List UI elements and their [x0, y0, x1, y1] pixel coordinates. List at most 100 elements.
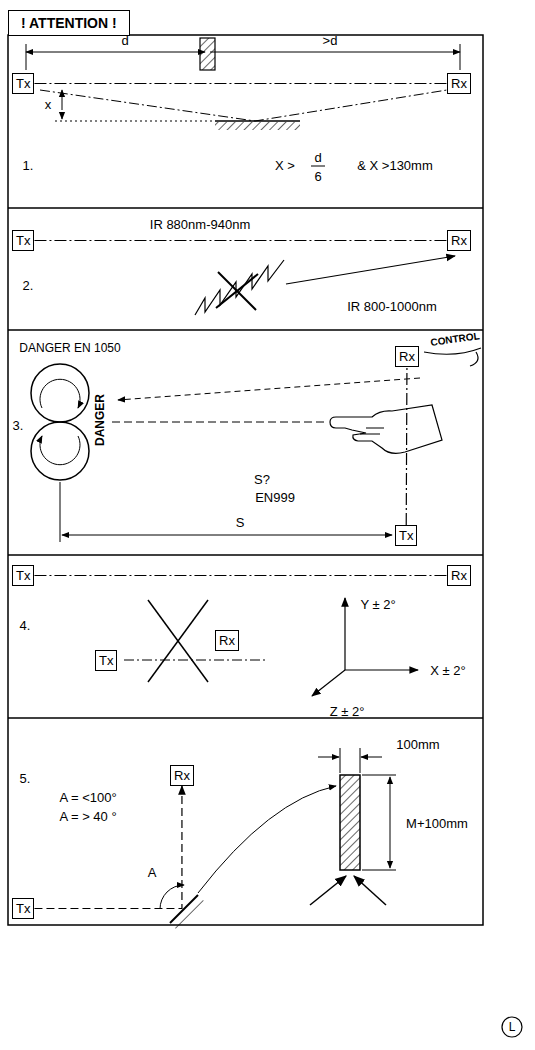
label-text: IR 880nm-940nm	[150, 217, 250, 232]
sensor-box: Tx	[12, 73, 34, 94]
angle-arc	[160, 885, 184, 909]
label-text: x	[45, 97, 52, 112]
dimension-line	[62, 112, 63, 119]
obstacle-block	[200, 38, 215, 70]
beam-line	[60, 378, 420, 542]
dimension-line	[340, 748, 341, 773]
dimension-line	[362, 870, 396, 871]
node-text: Tx	[99, 653, 113, 668]
reflected-beam	[40, 90, 447, 121]
interference-source	[286, 256, 455, 284]
dimension-line	[460, 44, 461, 70]
angle-arc	[198, 786, 336, 893]
node-text: Tx	[16, 233, 30, 248]
misalignment-cross	[124, 600, 268, 682]
page-mark: L	[509, 1020, 516, 1035]
sensor-box: Rx	[447, 565, 471, 586]
label-text: Y ± 2°	[360, 597, 395, 612]
axes	[312, 598, 418, 696]
sensor-box: Tx	[12, 565, 34, 586]
label-text: & X >130mm	[357, 158, 433, 173]
beam-connector	[34, 786, 181, 909]
beam-connector	[406, 367, 408, 525]
misalignment-cross	[148, 600, 208, 682]
frame	[8, 35, 483, 925]
dimension-line	[55, 121, 215, 122]
misalignment-cross	[124, 660, 268, 661]
sensor-box: Tx	[395, 525, 417, 546]
sensor-box: Rx	[395, 346, 419, 367]
label-text: 4.	[20, 618, 31, 633]
dimension-line	[26, 44, 460, 121]
dimension-line	[354, 876, 386, 905]
label-text: A = <100°	[59, 790, 116, 805]
label-text: 2.	[23, 278, 34, 293]
reflective-ground	[215, 122, 300, 130]
dimension-line	[361, 757, 382, 758]
label-text: 100mm	[396, 737, 439, 752]
misalignment-cross	[148, 600, 208, 682]
node-text: Rx	[451, 233, 467, 248]
label-text: S?	[254, 472, 270, 487]
angle-arc	[160, 786, 336, 909]
dimension-line	[318, 757, 339, 758]
control-hand	[470, 352, 478, 366]
label-text: X >	[275, 158, 295, 173]
control-hand	[424, 348, 481, 366]
dimension-line	[26, 44, 27, 70]
mirror	[170, 895, 204, 929]
label-text: 3.	[13, 418, 24, 433]
interference-source	[216, 274, 258, 308]
control-hand	[424, 348, 481, 354]
rollers	[31, 422, 89, 480]
node-text: Tx	[399, 528, 413, 543]
dimension-line	[310, 876, 346, 905]
node-text: Rx	[451, 568, 467, 583]
node-text: Rx	[451, 76, 467, 91]
node-text: Rx	[174, 768, 190, 783]
reflected-beam	[40, 90, 447, 121]
interference-source	[195, 260, 284, 315]
beam-connector	[34, 240, 447, 241]
interference-source	[195, 256, 455, 315]
label-text: X ± 2°	[430, 663, 465, 678]
hand	[360, 428, 384, 434]
label-text: EN999	[255, 490, 295, 505]
frame	[8, 554, 483, 556]
label-text: A = > 40 °	[59, 809, 116, 824]
node-text: Tx	[16, 901, 30, 916]
obstacle-block	[200, 38, 215, 70]
mirror	[172, 897, 204, 929]
beam-line	[112, 422, 328, 423]
dimension-line	[310, 748, 396, 905]
hand	[330, 405, 442, 453]
node-text: Tx	[16, 568, 30, 583]
dimension-line	[360, 748, 361, 773]
beam-connector	[34, 83, 447, 84]
node-text: Rx	[219, 633, 235, 648]
dimension-line	[210, 52, 460, 53]
page-mark	[502, 1017, 522, 1037]
label-text: DANGER EN 1050	[19, 341, 120, 356]
rollers	[40, 379, 80, 408]
label-text: M+100mm	[406, 816, 468, 831]
dimension-line	[390, 777, 391, 868]
label-text: Z ± 2°	[330, 704, 365, 719]
sensor-box: Tx	[12, 898, 34, 919]
beam-line	[118, 378, 420, 400]
page-mark	[502, 1017, 522, 1037]
beam-line	[62, 535, 392, 536]
dimension-line	[362, 775, 396, 776]
sensor-box: Rx	[170, 765, 194, 786]
heading-box: ! ATTENTION !	[8, 10, 130, 36]
label-text: 5.	[20, 771, 31, 786]
label-text: S	[236, 515, 245, 530]
label-text: A	[148, 865, 157, 880]
rollers	[31, 364, 89, 480]
label-text: DANGER	[93, 394, 108, 446]
sensor-box: Tx	[95, 650, 117, 671]
rollers	[31, 364, 89, 422]
label-text: d	[121, 33, 128, 48]
